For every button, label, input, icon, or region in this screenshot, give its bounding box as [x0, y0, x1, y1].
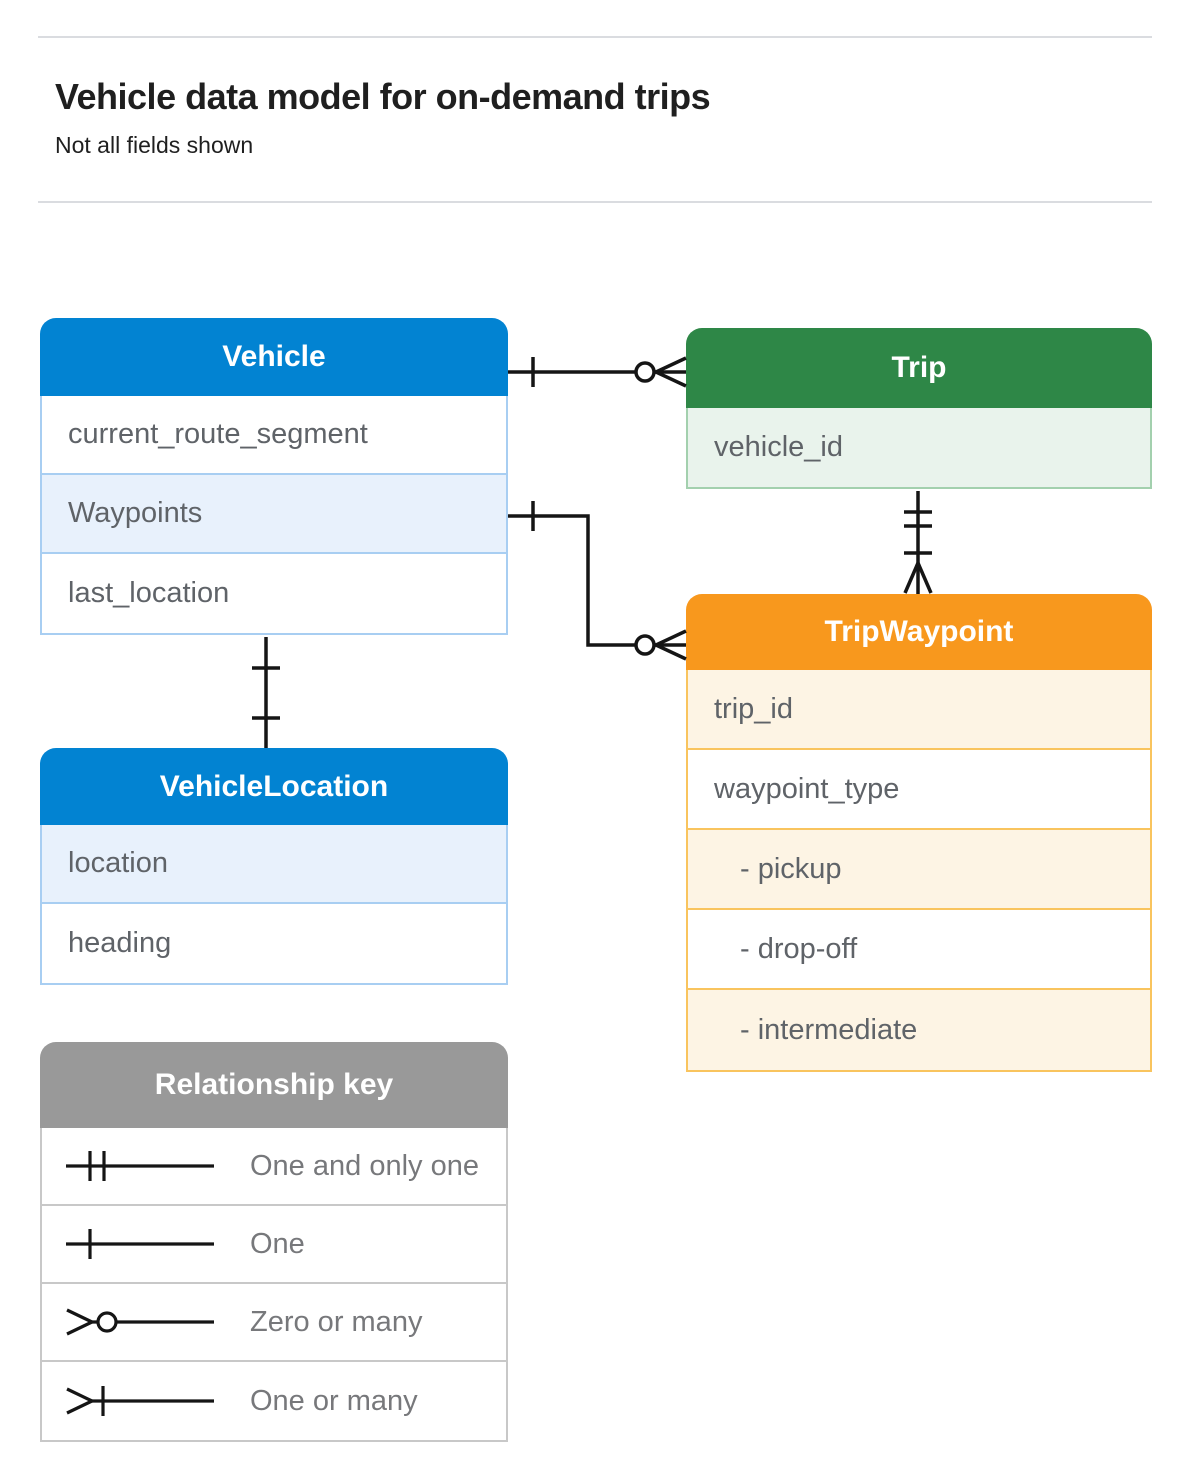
field-waypoint-type: waypoint_type [688, 750, 1150, 830]
field-vehicle-id: vehicle_id [688, 408, 1150, 487]
field-label: trip_id [714, 692, 793, 725]
entity-vehicle-location: VehicleLocation location heading [40, 748, 508, 985]
legend-item-one: One [42, 1206, 506, 1284]
field-heading: heading [42, 904, 506, 983]
legend-item-zero-or-many: Zero or many [42, 1284, 506, 1362]
connector-vehicle-vehicle-location [252, 637, 280, 748]
relationship-key-title: Relationship key [40, 1042, 508, 1128]
field-label: vehicle_id [714, 431, 843, 463]
field-label: - intermediate [740, 1013, 918, 1046]
field-trip-id: trip_id [688, 670, 1150, 750]
entity-trip-waypoint-title: TripWaypoint [686, 594, 1152, 670]
entity-trip-title: Trip [686, 328, 1152, 408]
cardinality-one-or-many-icon [66, 1386, 214, 1416]
entity-trip-waypoint-fields: trip_id waypoint_type - pickup - drop-of… [686, 670, 1152, 1072]
connector-waypoints-trip-waypoint [508, 501, 687, 661]
cardinality-zero-or-many-icon [66, 1308, 214, 1336]
legend-label: One and only one [250, 1149, 479, 1182]
entity-trip-fields: vehicle_id [686, 408, 1152, 489]
entity-vehicle-location-fields: location heading [40, 825, 508, 985]
divider-bottom [38, 201, 1152, 203]
legend-label: One [250, 1227, 305, 1260]
entity-vehicle: Vehicle current_route_segment Waypoints … [40, 318, 508, 635]
field-label: location [68, 847, 168, 879]
field-waypoints: Waypoints [42, 475, 506, 554]
field-label: waypoint_type [714, 772, 900, 805]
legend-label: One or many [250, 1384, 418, 1417]
field-last-location: last_location [42, 554, 506, 633]
entity-trip-waypoint: TripWaypoint trip_id waypoint_type - pic… [686, 594, 1152, 1072]
relationship-key: Relationship key One and only one [40, 1042, 508, 1442]
field-label: - pickup [740, 852, 842, 885]
field-current-route-segment: current_route_segment [42, 396, 506, 475]
field-location: location [42, 825, 506, 904]
connector-vehicle-trip [508, 356, 687, 388]
field-label: last_location [68, 577, 230, 609]
field-label: current_route_segment [68, 418, 368, 450]
entity-vehicle-title: Vehicle [40, 318, 508, 396]
cardinality-one-and-only-one-icon [66, 1151, 214, 1181]
field-label: heading [68, 927, 172, 959]
field-waypoint-type-pickup: - pickup [688, 830, 1150, 910]
legend-item-one-and-only-one: One and only one [42, 1128, 506, 1206]
field-waypoint-type-drop-off: - drop-off [688, 910, 1150, 990]
divider-top [38, 36, 1152, 38]
entity-vehicle-fields: current_route_segment Waypoints last_loc… [40, 396, 508, 635]
field-waypoint-type-intermediate: - intermediate [688, 990, 1150, 1070]
entity-trip: Trip vehicle_id [686, 328, 1152, 489]
relationship-key-items: One and only one One [40, 1128, 508, 1442]
page-subtitle: Not all fields shown [55, 132, 254, 158]
entity-vehicle-location-title: VehicleLocation [40, 748, 508, 825]
field-label: - drop-off [740, 932, 858, 965]
connector-trip-trip-waypoint [903, 491, 933, 594]
field-label: Waypoints [68, 497, 203, 529]
cardinality-one-icon [66, 1229, 214, 1259]
legend-item-one-or-many: One or many [42, 1362, 506, 1440]
legend-label: Zero or many [250, 1305, 423, 1338]
page-title: Vehicle data model for on-demand trips [55, 76, 711, 117]
